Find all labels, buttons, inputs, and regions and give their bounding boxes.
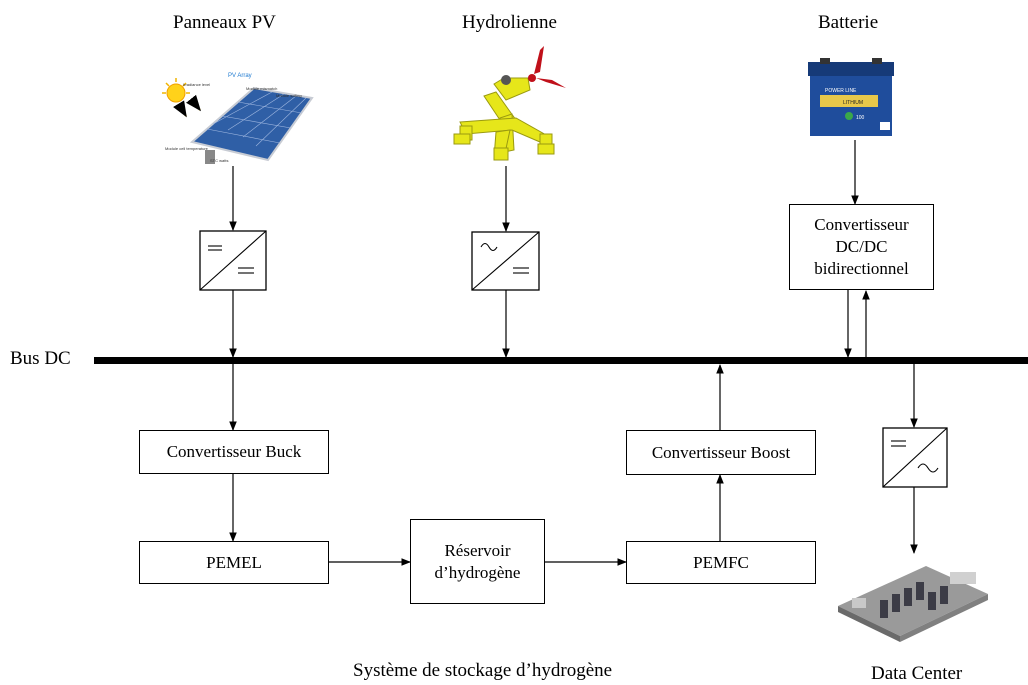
dc-bus-label: Bus DC bbox=[10, 348, 71, 369]
svg-text:Irradiance level: Irradiance level bbox=[183, 82, 210, 87]
svg-text:Module mismatch: Module mismatch bbox=[246, 86, 277, 91]
dcdc-bidirectional-converter-box: Convertisseur DC/DC bidirectionnel bbox=[789, 204, 934, 290]
pv-image-title: PV Array bbox=[228, 73, 252, 79]
pv-dcdc-converter-symbol bbox=[199, 230, 267, 291]
pv-panel-icon: PV Array Irradiance level Module mismatc… bbox=[162, 73, 314, 164]
svg-text:Module soiling: Module soiling bbox=[276, 93, 302, 98]
tank-line-1: Réservoir bbox=[444, 540, 511, 560]
svg-text:Module cell temperature: Module cell temperature bbox=[165, 146, 209, 151]
pemel-box: PEMEL bbox=[139, 541, 329, 584]
data-center-label: Data Center bbox=[871, 663, 963, 684]
pemfc-box: PEMFC bbox=[626, 541, 816, 584]
buck-converter-label: Convertisseur Buck bbox=[166, 442, 302, 461]
svg-text:POWER LINE: POWER LINE bbox=[825, 88, 857, 94]
boost-converter-label: Convertisseur Boost bbox=[651, 442, 791, 462]
tidal-acdc-converter-symbol bbox=[471, 231, 540, 291]
pemfc-label: PEMFC bbox=[693, 552, 749, 572]
svg-text:STC watts: STC watts bbox=[210, 158, 228, 163]
connections bbox=[229, 140, 918, 566]
battery-source-label: Batterie bbox=[818, 12, 879, 33]
load-dcac-inverter-symbol bbox=[882, 427, 948, 488]
pemel-label: PEMEL bbox=[206, 552, 262, 572]
boost-converter-box: Convertisseur Boost bbox=[626, 430, 816, 475]
svg-text:100: 100 bbox=[856, 115, 865, 121]
battery-icon: POWER LINE LITHIUM 100 bbox=[808, 58, 894, 136]
tidal-turbine-icon bbox=[453, 46, 566, 161]
dcdc-line-2: DC/DC bbox=[835, 237, 888, 256]
pv-source-label: Panneaux PV bbox=[173, 12, 276, 33]
storage-system-title: Système de stockage d’hydrogène bbox=[353, 660, 613, 681]
dcdc-line-1: Convertisseur bbox=[814, 215, 909, 234]
hydrogen-tank-box: Réservoir d’hydrogène bbox=[410, 519, 545, 604]
buck-converter-box: Convertisseur Buck bbox=[139, 430, 329, 474]
dcdc-line-3: bidirectionnel bbox=[814, 259, 909, 278]
data-center-icon bbox=[838, 566, 988, 642]
tank-line-2: d’hydrogène bbox=[434, 562, 521, 582]
svg-text:LITHIUM: LITHIUM bbox=[843, 100, 863, 106]
dc-bus-line bbox=[94, 357, 1028, 364]
tidal-source-label: Hydrolienne bbox=[462, 12, 557, 33]
